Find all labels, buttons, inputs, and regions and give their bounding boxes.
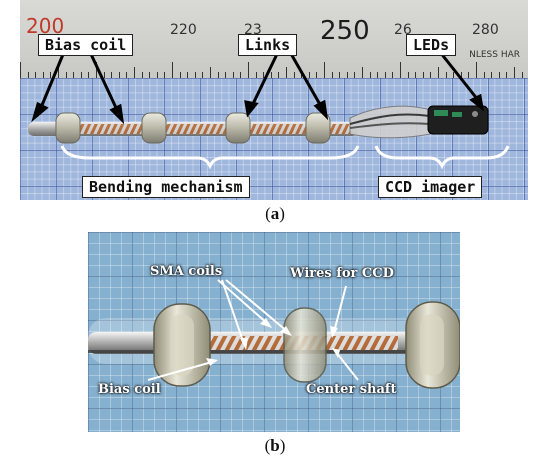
ruler-tick (141, 72, 143, 78)
ruler-tick (331, 72, 333, 78)
ruler-tick (263, 72, 265, 78)
ruler-tick (58, 67, 59, 78)
ruler-tick (324, 62, 325, 78)
label-ccd-imager: CCD imager (378, 176, 483, 198)
ruler-tick (194, 72, 196, 78)
ruler-tick (445, 72, 447, 78)
ruler-tick (354, 72, 356, 78)
ruler-tick (111, 72, 113, 78)
label-bending-mechanism: Bending mechanism (82, 176, 250, 198)
ruler-tick (232, 72, 234, 78)
ruler-tick (42, 72, 44, 78)
ruler-tick (240, 72, 242, 78)
ruler-ticks (20, 56, 528, 78)
ruler-tick (339, 72, 341, 78)
ruler-tick (506, 72, 508, 78)
ruler-tick (118, 72, 120, 78)
label-sma-coils: SMA coils (150, 264, 223, 279)
ruler-tick (430, 72, 432, 78)
ruler-tick (278, 72, 280, 78)
photo-panel-a: 200 220 23 250 26 280 NLESS HAR (20, 0, 528, 200)
label-bias-coil-b: Bias coil (98, 382, 161, 397)
ruler-tick (50, 72, 52, 78)
endoscope-drawing-a (28, 51, 510, 170)
ruler-tick (20, 62, 21, 78)
ruler-tick (65, 72, 67, 78)
ruler-tick (293, 72, 295, 78)
label-wires-for-ccd: Wires for CCD (290, 266, 394, 281)
label-center-shaft: Center shaft (306, 382, 397, 397)
ruler-tick (88, 72, 90, 78)
ruler-tick (346, 72, 348, 78)
ruler-tick (476, 62, 477, 78)
caption-b: (b) (264, 436, 286, 455)
pointer-arrows (31, 51, 485, 125)
ruler-tick (514, 67, 515, 78)
ruler-number: 250 (320, 16, 370, 46)
photo-panel-b: SMA coils Wires for CCD Bias coil Center… (88, 232, 460, 432)
ruler-tick (407, 72, 409, 78)
brackets (60, 145, 510, 170)
ruler-tick (217, 72, 219, 78)
label-links: Links (238, 34, 298, 56)
bias-coil-wire (60, 124, 350, 134)
shaft (28, 122, 358, 136)
ruler-tick (491, 72, 493, 78)
ruler-tick (392, 72, 394, 78)
ruler-tick (35, 72, 37, 78)
links (55, 112, 331, 144)
ruler-tick (164, 72, 166, 78)
ruler-tick (460, 72, 462, 78)
ruler-tick (422, 72, 424, 78)
ruler-tick (134, 67, 135, 78)
ruler-tick (126, 72, 128, 78)
ruler-tick (438, 67, 439, 78)
ruler-tick (498, 72, 500, 78)
ruler-brand: NLESS HAR (469, 50, 520, 60)
ruler-tick (27, 72, 29, 78)
label-bias-coil: Bias coil (38, 34, 134, 56)
ruler-tick (179, 72, 181, 78)
ruler-tick (468, 72, 470, 78)
label-leds: LEDs (406, 34, 457, 56)
ruler-number: 280 (472, 22, 499, 38)
ruler-tick (384, 72, 386, 78)
caption-a: (a) (265, 204, 285, 223)
ruler-tick (286, 67, 287, 78)
ruler-tick (103, 72, 105, 78)
ruler-tick (172, 62, 173, 78)
ruler-tick (96, 62, 97, 78)
ruler-tick (202, 72, 204, 78)
ruler-tick (156, 72, 158, 78)
ruler-tick (400, 62, 401, 78)
ruler-tick (225, 72, 227, 78)
ruler-tick (377, 72, 379, 78)
pointer-heads (206, 318, 340, 366)
ruler-tick (80, 72, 82, 78)
pointer-lines (147, 279, 359, 381)
ccd-imager (349, 105, 489, 139)
ruler-tick (187, 72, 189, 78)
endoscope-drawing-b (88, 279, 460, 389)
ruler-tick (369, 72, 371, 78)
ruler-tick (316, 72, 318, 78)
ruler-tick (248, 62, 249, 78)
ruler-tick (415, 72, 417, 78)
ruler-tick (308, 72, 310, 78)
ruler-tick (210, 67, 211, 78)
ruler-tick (73, 72, 75, 78)
spacer-disks (153, 301, 460, 389)
ruler-tick (255, 72, 257, 78)
ruler-tick (362, 67, 363, 78)
ruler-tick (483, 72, 485, 78)
ruler-tick (521, 72, 523, 78)
ruler-tick (453, 72, 455, 78)
ruler-tick (270, 72, 272, 78)
ruler-number: 220 (170, 22, 197, 38)
ruler-tick (149, 72, 151, 78)
